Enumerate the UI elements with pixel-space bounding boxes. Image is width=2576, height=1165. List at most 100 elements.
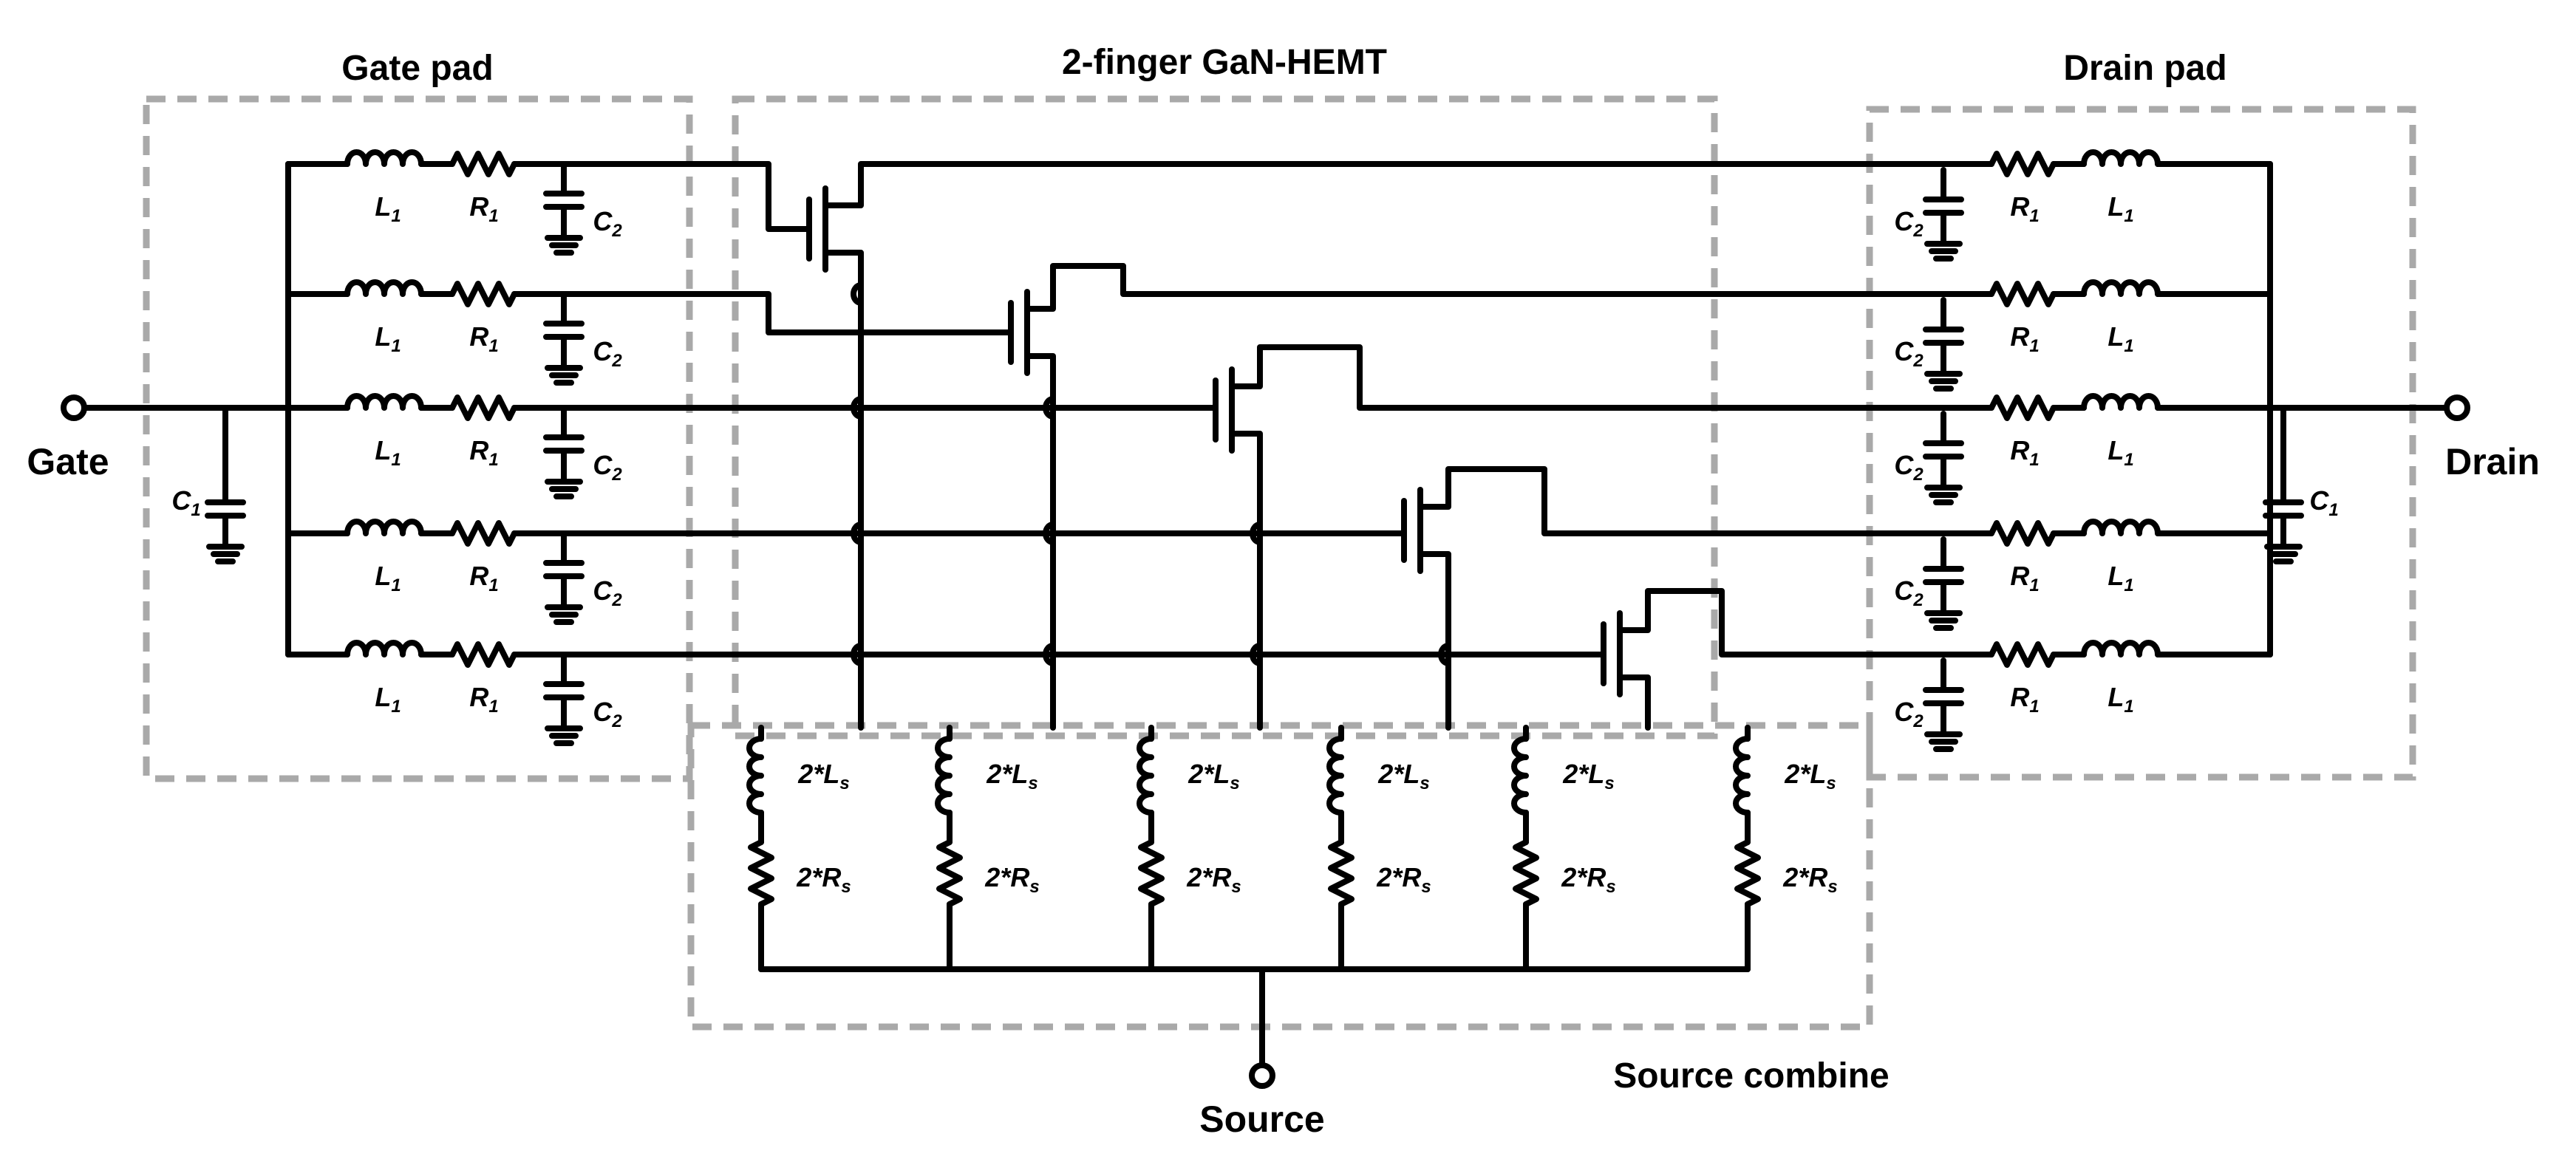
drain-l1-label-5: L1 [2108, 682, 2133, 717]
gate-l1-label-2-subscript: 1 [391, 336, 401, 356]
gate-l1-label-1-subscript: 1 [391, 206, 401, 226]
drain-l1-label-3-symbol: L [2108, 435, 2124, 465]
drain-c2-label-5-symbol: C [1894, 697, 1914, 727]
source-rs-label-1-prefix: 2* [796, 862, 823, 892]
hemt-transistor-icon [1601, 599, 1651, 708]
gate-r1-label-3-subscript: 1 [488, 450, 498, 470]
gate-r1-label-1-symbol: R [469, 191, 488, 222]
drain-c2-label-1: C2 [1894, 206, 1924, 241]
gate-c2-label-1-symbol: C [593, 206, 613, 236]
drain-r1-label-5-subscript: 1 [2029, 697, 2039, 717]
source-ls-label-3: 2*Ls [1188, 759, 1239, 793]
gate-l1-label-1-symbol: L [375, 191, 391, 222]
source-ls-label-3-symbol: L [1213, 759, 1230, 789]
capacitor-icon [1923, 297, 1964, 377]
hemt-box [732, 95, 1718, 739]
gate-c2-label-2: C2 [593, 336, 622, 371]
gate-c2-label-3-subscript: 2 [611, 465, 622, 485]
gate-feed-2 [681, 291, 1014, 335]
gate-r1-label-4: R1 [469, 561, 498, 595]
source-rs-label-3: 2*Rs [1186, 862, 1241, 897]
source-ls-label-4: 2*Ls [1377, 759, 1429, 793]
drain-c2-label-4-subscript: 2 [1912, 590, 1924, 610]
gate-l1-label-5-subscript: 1 [391, 697, 401, 717]
gate-r1-label-4-symbol: R [469, 561, 488, 591]
gate-c2-label-5-symbol: C [593, 697, 613, 727]
source-rs-label-1: 2*Rs [796, 862, 851, 897]
gate-l1-label-2: L1 [375, 321, 401, 356]
gate-c1-label-symbol: C [171, 485, 191, 516]
drain-c2-label-3-symbol: C [1894, 450, 1914, 480]
source-rs-label-3-symbol: R [1212, 862, 1231, 892]
inductor-icon [1326, 736, 1344, 816]
drain-c2-label-4: C2 [1894, 575, 1924, 610]
gate-c2-label-2-subscript: 2 [611, 351, 622, 371]
gate-l1-label-5: L1 [375, 682, 401, 717]
gate-r1-label-1-subscript: 1 [488, 206, 498, 226]
capacitor-icon [543, 530, 585, 610]
inductor-icon [1137, 736, 1154, 816]
gate-c1-label-subscript: 1 [191, 500, 200, 520]
source-rs-label-2: 2*Rs [984, 862, 1039, 897]
inductor-icon [2081, 393, 2161, 411]
drain-l1-label-1-symbol: L [2108, 191, 2124, 222]
gate-r1-label-4-subscript: 1 [488, 575, 498, 595]
drain-l1-label-4: L1 [2108, 561, 2133, 595]
drain-c2-label-2: C2 [1894, 336, 1924, 371]
ground-icon [545, 365, 583, 386]
gate-l1-label-5-symbol: L [375, 682, 391, 712]
gate-r1-label-5: R1 [469, 682, 498, 717]
source-ls-label-1-symbol: L [823, 759, 839, 789]
gate-c2-label-3: C2 [593, 450, 622, 485]
gate-terminal-label: Gate [27, 441, 109, 482]
source-ls-label-1-subscript: s [839, 773, 849, 793]
source-rs-label-2-prefix: 2* [984, 862, 1012, 892]
drain-r1-label-3-symbol: R [2010, 435, 2029, 465]
source-rs-label-5-symbol: R [1587, 862, 1606, 892]
drain-l1-label-1-subscript: 1 [2124, 206, 2133, 226]
gate-l1-label-1: L1 [375, 191, 401, 226]
resistor-icon [1989, 151, 2057, 177]
source-ls-label-4-symbol: L [1403, 759, 1420, 789]
ground-icon [206, 544, 245, 564]
drain-feed-2 [1050, 263, 1946, 297]
hemt-title: 2-finger GaN-HEMT [1062, 43, 1387, 82]
ground-icon [1924, 610, 1963, 631]
drain-r1-label-5: R1 [2010, 682, 2039, 717]
source-rs-label-6: 2*Rs [1782, 862, 1837, 897]
gate-c2-label-1: C2 [593, 206, 622, 241]
gate-l1-label-4-symbol: L [375, 561, 391, 591]
source-rs-label-3-prefix: 2* [1186, 862, 1213, 892]
source-rs-label-5: 2*Rs [1561, 862, 1615, 897]
resistor-icon [748, 839, 774, 907]
inductor-icon [746, 736, 764, 816]
hemt-transistor-icon [1213, 355, 1263, 465]
drain-lead [1617, 599, 1651, 633]
inductor-icon [2081, 519, 2161, 536]
source-rs-label-4: 2*Rs [1376, 862, 1431, 897]
source-ls-label-3-subscript: s [1230, 773, 1239, 793]
drain-r1-label-3: R1 [2010, 435, 2039, 470]
resistor-icon [1989, 520, 2057, 547]
source-combine-box [687, 722, 1873, 1031]
inductor-icon [2081, 279, 2161, 297]
gate-r1-label-2-subscript: 1 [488, 336, 498, 356]
drain-l1-label-4-symbol: L [2108, 561, 2124, 591]
drain-c2-label-5: C2 [1894, 697, 1924, 731]
gate-pad-box [143, 95, 693, 782]
drain-c2-label-5-subscript: 2 [1912, 711, 1924, 731]
drain-r1-label-2-subscript: 1 [2029, 336, 2039, 356]
gate-l1-label-3-subscript: 1 [391, 450, 401, 470]
wire-crossover [1043, 396, 1056, 420]
components [61, 149, 2470, 1089]
drain-c2-label-4-symbol: C [1894, 575, 1914, 606]
resistor-icon [1989, 281, 2057, 307]
ground-icon [1924, 485, 1963, 505]
drain-c1-label-symbol: C [2309, 485, 2329, 516]
capacitor-icon [543, 652, 585, 731]
hemt-transistor-icon [1401, 476, 1451, 585]
source-ls-label-6-subscript: s [1826, 773, 1836, 793]
wire-crossover [851, 282, 864, 306]
resistor-icon [449, 281, 517, 307]
source-lead [1024, 353, 1056, 387]
